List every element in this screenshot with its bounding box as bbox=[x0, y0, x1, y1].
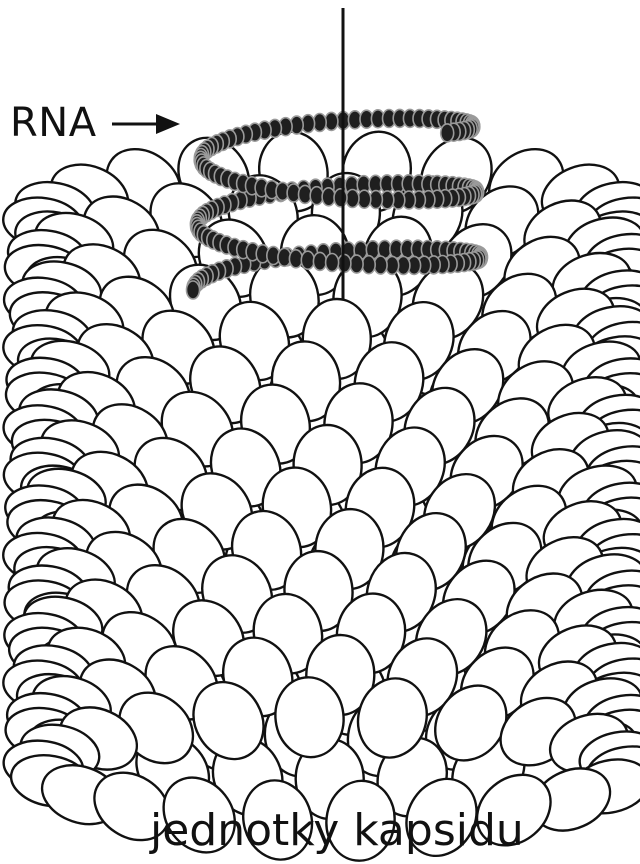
rna-nucleotide-bead bbox=[362, 256, 375, 274]
rna-nucleotide-bead bbox=[187, 281, 200, 299]
rna-nucleotide-bead bbox=[326, 254, 339, 272]
rna-nucleotide-bead bbox=[289, 250, 302, 268]
rna-nucleotide-bead bbox=[301, 251, 314, 269]
rna-nucleotide-bead bbox=[313, 252, 326, 270]
rna-label: RNA bbox=[10, 100, 97, 146]
rna-nucleotide-bead bbox=[441, 124, 454, 142]
capsid-units-label: jednotky kapsidu bbox=[150, 805, 524, 856]
rna-nucleotide-bead bbox=[310, 187, 323, 205]
rna-nucleotide-bead bbox=[322, 188, 335, 206]
rna-nucleotide-bead bbox=[346, 190, 359, 208]
rna-nucleotide-bead bbox=[350, 255, 363, 273]
rna-nucleotide-bead bbox=[334, 189, 347, 207]
capsid-subunits bbox=[0, 124, 640, 864]
rna-nucleotide-bead bbox=[374, 256, 387, 274]
rna-pointer-arrow bbox=[112, 114, 180, 134]
